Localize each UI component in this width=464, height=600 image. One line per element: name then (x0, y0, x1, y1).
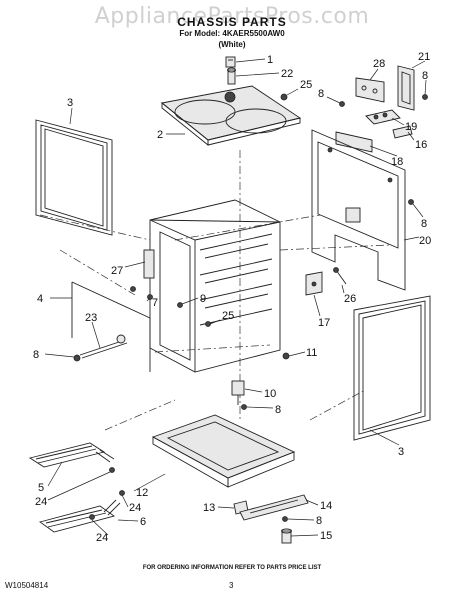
ordering-info-footer: FOR ORDERING INFORMATION REFER TO PARTS … (142, 565, 322, 571)
model-color: (White) (218, 40, 246, 49)
callout-10: 10 (264, 388, 276, 400)
callout-16: 16 (415, 139, 427, 151)
part-5-broil-element (28, 442, 115, 468)
part-2-top-panel (160, 85, 302, 146)
part-25-screw-top (280, 93, 288, 101)
callout-25: 25 (300, 79, 312, 91)
part-9-screw (177, 302, 183, 308)
callout-12: 12 (136, 487, 148, 499)
part-28-bracket (355, 77, 385, 103)
callout-8: 8 (275, 404, 281, 416)
callout-20: 20 (419, 235, 431, 247)
callout-labels: 1 22 25 2 3 28 21 8 8 19 16 18 8 20 27 9… (33, 51, 431, 544)
callout-8: 8 (316, 515, 322, 527)
callout-1: 1 (267, 54, 273, 66)
callout-28: 28 (373, 58, 385, 70)
callout-8: 8 (318, 88, 324, 100)
page-number: 3 (229, 581, 234, 590)
callout-27: 27 (111, 265, 123, 277)
leader-lines (44, 58, 427, 537)
part-7-screw (147, 294, 153, 300)
part-27-bracket (143, 249, 155, 279)
part-10-sensor (231, 380, 245, 405)
callout-8: 8 (33, 349, 39, 361)
part-20-rear-frame (311, 129, 406, 291)
callout-6: 6 (140, 516, 146, 528)
callout-14: 14 (320, 500, 332, 512)
part-11-screw (282, 352, 290, 360)
callout-13: 13 (203, 502, 215, 514)
part-1-spacer (225, 56, 236, 68)
part-17-bracket (305, 271, 323, 296)
part-26-screw (333, 267, 347, 285)
part-8-screw-a (422, 94, 428, 100)
callout-23: 23 (85, 312, 97, 324)
part-8-screw-c (408, 199, 414, 205)
callout-15: 15 (320, 530, 332, 542)
part-16-clip (392, 125, 413, 139)
callout-8: 8 (421, 218, 427, 230)
callout-2: 2 (157, 129, 163, 141)
callout-22: 22 (281, 68, 293, 80)
part-8-screw-left (130, 286, 136, 292)
document-number: W10504814 (5, 581, 49, 590)
callout-3: 3 (398, 446, 404, 458)
part-8-screw-b (339, 101, 345, 107)
callout-11: 11 (306, 347, 317, 359)
callout-8: 8 (422, 70, 428, 82)
assembly-guide-lines (39, 150, 391, 431)
model-number: For Model: 4KAER5500AW0 (179, 29, 285, 38)
part-8-screw-d (73, 354, 81, 362)
callout-24: 24 (35, 496, 47, 508)
part-6-bake-element (38, 499, 121, 533)
part-8-screw-f (282, 516, 288, 522)
part-18-cover (335, 131, 373, 153)
part-4-insulation (71, 281, 151, 372)
part-15-leveling-leg (281, 528, 292, 544)
callout-18: 18 (391, 156, 403, 168)
callout-3: 3 (67, 97, 73, 109)
part-3-left-side-panel (35, 119, 113, 236)
part-23-terminal (79, 334, 128, 359)
part-14-rail (239, 494, 309, 521)
callout-26: 26 (344, 293, 356, 305)
callout-9: 9 (200, 293, 206, 305)
part-8-screw-e (241, 404, 247, 410)
part-22-bolt (227, 67, 236, 85)
callout-25: 25 (222, 310, 234, 322)
oven-chassis (149, 199, 281, 373)
part-24-screws-elements (89, 467, 125, 520)
callout-24: 24 (129, 502, 141, 514)
part-3-right-side-panel (353, 295, 431, 441)
callout-24: 24 (96, 532, 108, 544)
part-25-screw-cavity (205, 321, 211, 327)
callout-17: 17 (318, 317, 330, 329)
callout-4: 4 (37, 293, 43, 305)
part-12-drawer-pan (151, 414, 296, 488)
diagram-title: CHASSIS PARTS (177, 15, 287, 29)
callout-19: 19 (405, 121, 417, 133)
watermark: AppliancePartsPros.com (94, 4, 370, 29)
callout-7: 7 (152, 297, 158, 309)
callout-5: 5 (38, 482, 44, 494)
part-19-terminal-block (365, 109, 401, 125)
part-21-bracket (397, 65, 415, 111)
callout-21: 21 (418, 51, 430, 63)
